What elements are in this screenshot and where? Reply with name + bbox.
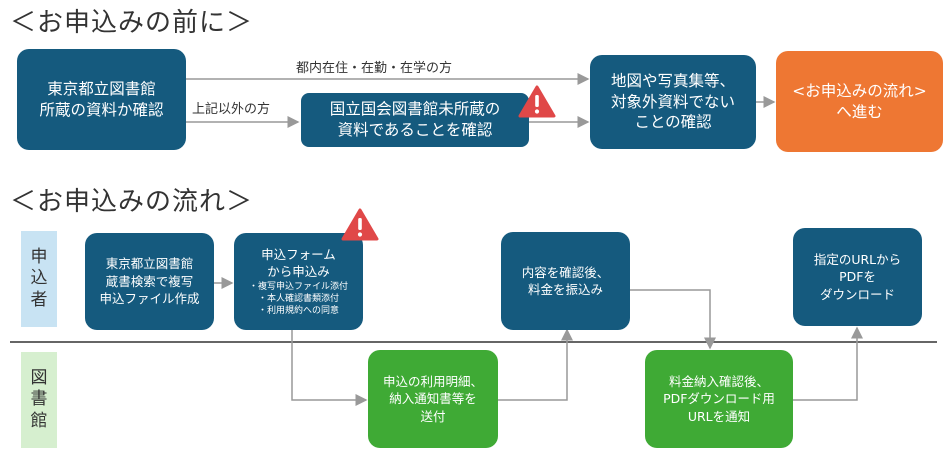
step2-title-line-2: から申込み [267,264,330,280]
step3-line-2: 納入通知書等を [389,391,477,407]
step-send-statement: 申込の利用明細、 納入通知書等を 送付 [368,350,498,448]
step2-note-3: ・利用規約への同意 [257,306,339,317]
check-map-line-1: 地図や写真集等、 [610,71,735,90]
step3-line-1: 申込の利用明細、 [382,373,483,389]
step-apply-via-form: 申込フォーム から申込み ・複写申込ファイル添付 ・本人確認書類添付 ・利用規約… [234,233,363,330]
step1-line-2: 蔵書検索で複写 [105,273,194,289]
lane-applicant-char-2: 込 [30,268,48,289]
step2-note-2: ・本人確認書類添付 [257,293,339,304]
check-ndl-line-2: 資料であることを確認 [337,121,493,139]
step-download-pdf: 指定のURLから PDFを ダウンロード [793,228,922,326]
check-tokyo-holdings-box: 東京都立図書館 所蔵の資料か確認 [17,49,186,150]
step3-line-3: 送付 [420,408,446,424]
arrow-step2-to-step3 [291,330,368,406]
check-excluded-materials-box: 地図や写真集等、 対象外資料でない ことの確認 [590,55,756,149]
step6-line-2: PDFを [839,269,876,285]
check-ndl-line-1: 国立国会図書館未所蔵の [329,100,501,119]
step-create-request-file: 東京都立図書館 蔵書検索で複写 申込ファイル作成 [85,233,214,330]
proceed-to-flow-box: <お申込みの流れ> へ進む [776,51,943,152]
warning-icon [518,85,556,118]
step4-line-2: 料金を振込み [527,282,603,297]
arrow-step3-to-step4 [498,328,573,401]
residents-branch-label: 都内在住・在勤・在学の方 [296,61,453,76]
step4-line-1: 内容を確認後、 [521,264,610,280]
lane-library: 図 書 館 [21,352,57,448]
lane-library-char-1: 図 [30,368,48,389]
check-tokyo-line-1: 東京都立図書館 [47,79,156,98]
step2-note-1: ・複写申込ファイル添付 [248,281,348,292]
step5-line-3: URLを通知 [687,408,751,424]
step-pay-fee: 内容を確認後、 料金を振込み [501,232,630,330]
step2-title-line-1: 申込フォーム [261,246,336,262]
proceed-line-2: へ進む [836,102,883,121]
step6-line-3: ダウンロード [819,286,895,302]
arrow-step4-to-step5 [630,289,716,350]
lane-applicant-char-1: 申 [30,247,48,268]
lane-applicant-char-3: 者 [30,289,48,310]
check-map-line-3: ことの確認 [634,113,712,132]
check-map-line-2: 対象外資料でない [610,92,735,111]
flow-section-title: ＜お申込みの流れ＞ [10,187,254,217]
step6-line-1: 指定のURLから [813,251,902,267]
step1-line-1: 東京都立図書館 [105,256,194,272]
check-ndl-box: 国立国会図書館未所蔵の 資料であることを確認 [301,93,529,147]
step-notify-url: 料金納入確認後、 PDFダウンロード用 URLを通知 [645,350,793,448]
proceed-line-1: <お申込みの流れ> [792,81,927,100]
step5-line-2: PDFダウンロード用 [663,391,775,407]
warning-icon [341,208,379,241]
lane-library-char-2: 書 [30,389,48,410]
check-tokyo-line-2: 所蔵の資料か確認 [39,100,164,119]
arrow-step5-to-step6 [793,326,863,401]
step1-line-3: 申込ファイル作成 [99,291,200,307]
before-section-title: ＜お申込みの前に＞ [10,8,254,38]
step5-line-1: 料金納入確認後、 [668,373,769,389]
lane-applicant: 申 込 者 [21,231,57,327]
lane-library-char-3: 館 [30,410,48,431]
others-branch-label: 上記以外の方 [192,102,271,117]
